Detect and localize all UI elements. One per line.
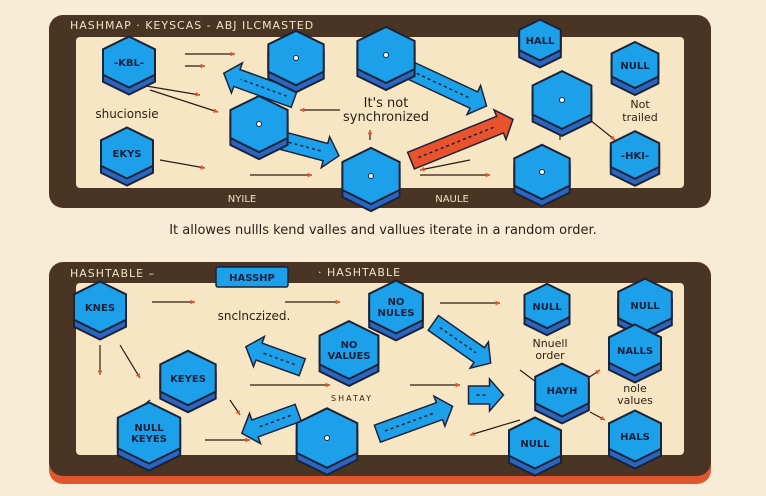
connector-arrow [185,51,235,57]
note-values-2: values [617,394,653,407]
connector-arrow [250,172,312,178]
node-label: NULL [532,302,562,313]
connector-arrow [250,382,330,388]
connector-arrow [159,159,206,170]
node-label: HALL [526,36,555,47]
node-label: NULL [630,301,660,312]
node-hash [356,25,416,92]
node-hash [341,146,401,213]
node-label: -KBL- [114,58,144,69]
blue-arrow [240,403,303,446]
node-hals: HALS [608,409,662,470]
node-nalls: NALLS [608,323,662,384]
node-hall: HALL [518,18,562,69]
note-center-2: synchronized [343,110,429,125]
node-keyes: KEYES [159,349,217,414]
blue-arrow [244,334,307,377]
node-label: -HKI- [621,151,649,162]
node-null: NULL [610,40,660,97]
node-label: NALLS [617,346,653,357]
blue-arrow [277,130,340,170]
node-label: KEYES [170,374,206,385]
node-hayh: HAYH [534,362,590,425]
title-badge-box [215,266,289,288]
red-arrow [406,108,514,170]
node-dot [368,173,374,179]
connector-arrow [440,300,500,306]
connector-arrow [285,299,340,305]
connector-arrow [589,411,606,421]
title-badge: HASSHP [229,273,275,284]
node-hash [229,94,289,161]
connector-arrow [367,130,373,140]
node-dot [256,121,262,127]
connector-arrow [97,345,103,375]
hashmap-title: HASHMAP · KEYSCAS - ABJ ILCMASTED [70,19,314,32]
node-label: NO [388,297,405,308]
connector-arrow [185,63,205,69]
connector-arrow [419,159,471,172]
node-knes: KNES [73,280,127,341]
connector-arrow [420,172,490,178]
note-right-1: Not [630,98,650,111]
note-order-1: Nnuell [532,337,567,350]
note-order-2: order [535,349,565,362]
node-dot [324,435,330,441]
connector-arrow [152,299,195,305]
node-label: HAYH [547,386,578,397]
connector-arrow [149,89,219,113]
blue-arrow [404,60,488,117]
blue-arrow [427,314,492,370]
node-dot [383,52,389,58]
node-label: NULL [134,423,164,434]
node-kbl: -KBL- [102,35,156,96]
node-label: EKYS [112,149,141,160]
node-null: NULL [523,282,571,337]
node-null: NULL [508,416,562,477]
node-label: HALS [620,432,650,443]
node-center [531,69,593,138]
note-values-1: nole [623,382,647,395]
hashtable-title-left: HASHTABLE – [70,267,155,280]
node-dot [539,169,545,175]
node-label: NULL [620,61,650,72]
node-hki: -HKI- [609,130,661,187]
connector-arrow [469,419,521,437]
connector-arrow [205,437,250,443]
node-label: VALUES [328,351,371,362]
node-dot [559,97,565,103]
footer-right: NAULE [435,194,469,205]
connector-arrow [119,344,141,379]
note-left: shucionsie [95,107,158,121]
hashtable-title-right: · HASHTABLE [318,266,401,279]
node-label: NO [341,340,358,351]
node-label: KNES [85,303,115,314]
blue-arrow [467,377,505,413]
diagram-nodes: -KBL-HALLNULL-HKI-EKYSKNESNONULESNOVALUE… [73,18,673,477]
note-middle: SHATAY [331,394,373,403]
connector-arrow [139,84,201,97]
blue-arrow [373,394,454,444]
footer-left: NYILE [228,194,256,205]
node-label: KEYES [131,434,167,445]
note-center-1: It's not [364,96,409,111]
node-dot [293,55,299,61]
node-hash [295,407,359,476]
node-hash [267,29,325,94]
node-label: NULES [378,308,415,319]
connector-arrow [229,399,241,416]
connector-arrow [300,107,340,113]
node-label: NULL [520,439,550,450]
note-sync: snclnczized. [218,309,291,323]
node-ekys: EKYS [100,126,154,187]
node-hash [513,143,571,208]
connector-arrow [589,119,616,141]
caption: It allowes nullls kend valles and vallue… [169,223,597,238]
connector-arrow [410,382,460,388]
note-right-2: trailed [622,111,657,124]
